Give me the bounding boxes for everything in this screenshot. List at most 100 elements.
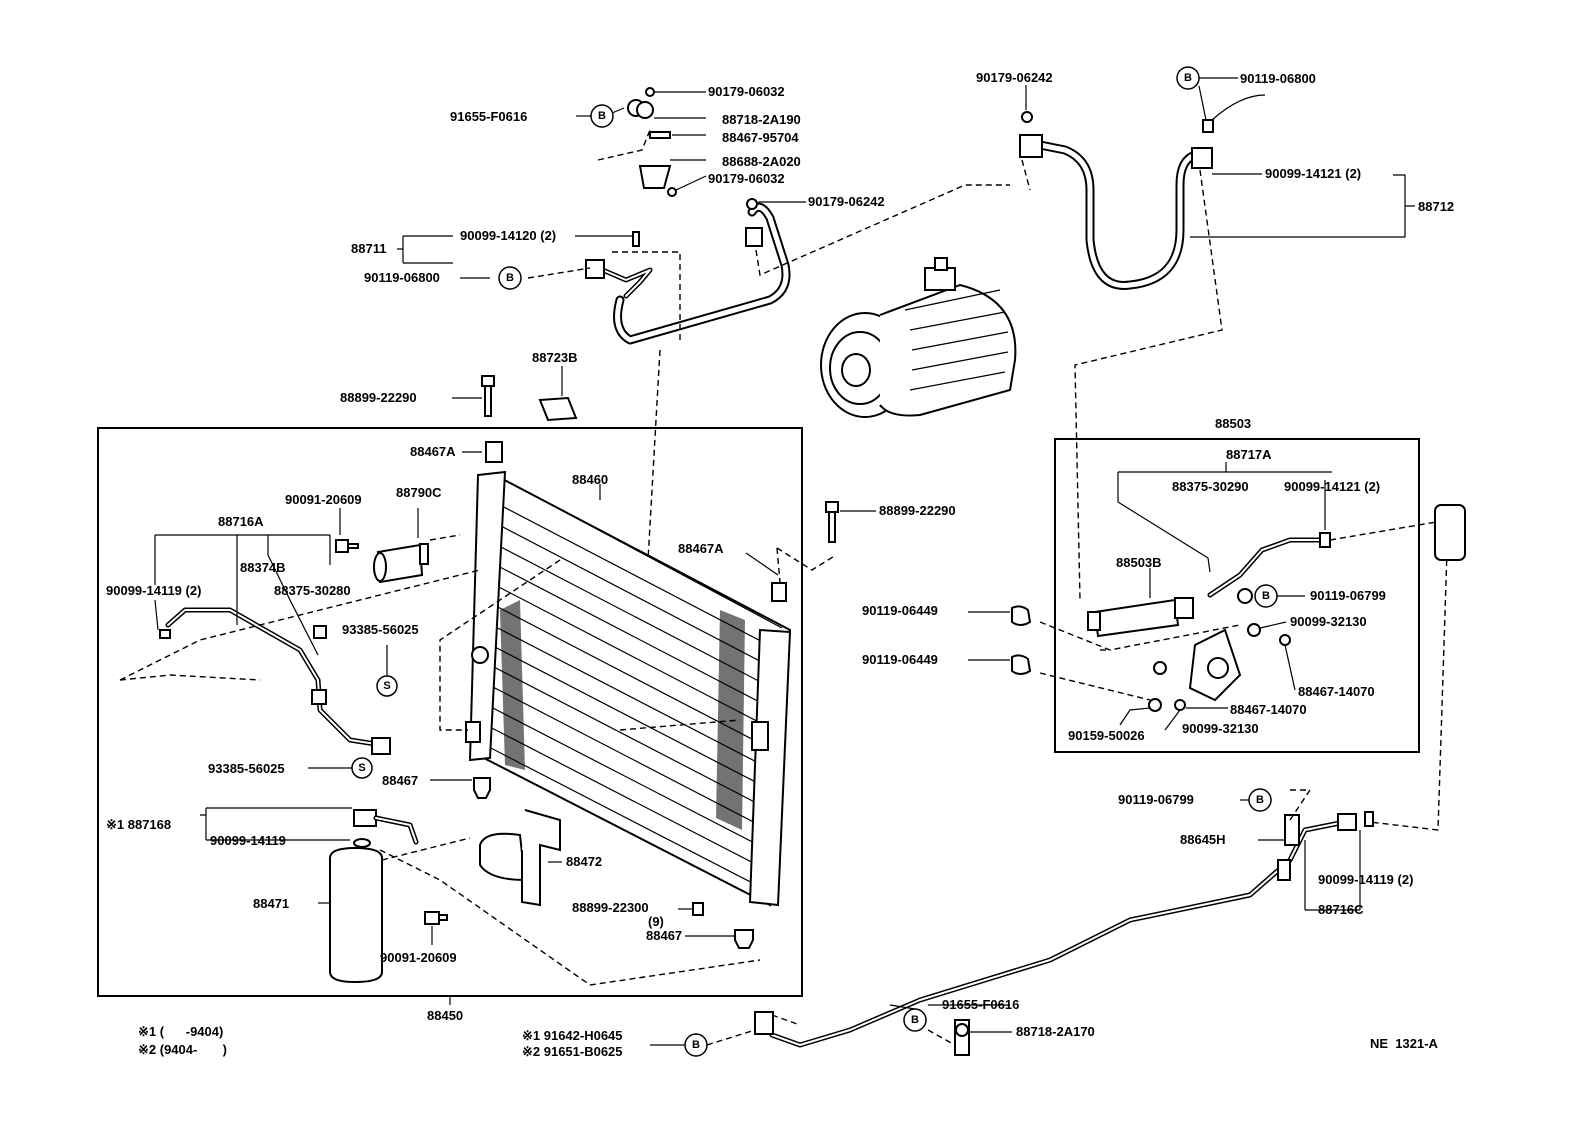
svg-text:B: B (1184, 72, 1192, 84)
label-90179-06032-b: 90179-06032 (708, 171, 785, 186)
label-88716a: 88716A (218, 514, 264, 529)
label-90099-14121-2-b: 90099-14121 (2) (1284, 479, 1380, 494)
label-90099-14119-2-b: 90099-14119 (2) (1318, 872, 1413, 887)
label-88467-a: 88467 (382, 773, 418, 788)
bolt-90091-20609-a (335, 539, 359, 553)
b-marker-1: B (590, 104, 614, 128)
s-marker-a-text: S (383, 680, 390, 692)
label-88716c: 88716C (1318, 902, 1364, 917)
bolt-88899-22290-a (481, 375, 495, 417)
compressor (820, 257, 1017, 418)
label-88503b: 88503B (1116, 555, 1162, 570)
pipe-88716a (159, 607, 391, 755)
note-1: ※1 ( -9404) (138, 1024, 223, 1039)
label-88503: 88503 (1215, 416, 1251, 431)
b-marker-4: B (1254, 584, 1278, 608)
label-88790c: 88790C (396, 485, 442, 500)
bracket-assembly-top (627, 87, 677, 197)
label-88375-30290: 88375-30290 (1172, 479, 1249, 494)
label-88717a: 88717A (1226, 447, 1272, 462)
label-91642-h0645: ※1 91642-H0645 (522, 1028, 623, 1043)
label-88467a-b: 88467A (678, 541, 724, 556)
label-90159-50026: 90159-50026 (1068, 728, 1145, 743)
label-88645h: 88645H (1180, 832, 1226, 847)
label-887168: ※1 887168 (106, 817, 171, 832)
label-88718-2a170: 88718-2A170 (1016, 1024, 1095, 1039)
bolt-88899-22300 (692, 902, 704, 916)
label-88471: 88471 (253, 896, 289, 911)
label-88899-22300: 88899-22300 (572, 900, 649, 915)
note-2: ※2 (9404- ) (138, 1042, 227, 1057)
reference-code: NE 1321-A (1370, 1036, 1439, 1051)
svg-text:B: B (1262, 590, 1270, 602)
bracket-88472 (479, 809, 561, 907)
label-88472: 88472 (566, 854, 602, 869)
label-90179-06242-a: 90179-06242 (976, 70, 1053, 85)
bracket-88718-2a170 (954, 1019, 970, 1056)
label-90091-20609-a: 90091-20609 (285, 492, 362, 507)
label-plate-88723b (538, 396, 578, 422)
pipe-88716c (754, 811, 1374, 1048)
pressure-switch-88790c (373, 543, 429, 584)
label-90119-06800-b: 90119-06800 (364, 270, 440, 285)
bracket-88467-14070 (1188, 628, 1242, 702)
label-90119-06449-b: 90119-06449 (862, 652, 938, 667)
label-90179-06032-a: 90179-06032 (708, 84, 785, 99)
hose-88712 (1019, 94, 1266, 290)
grommet-88467-a (473, 777, 491, 799)
label-88374b: 88374B (240, 560, 286, 575)
label-93385-56025-b: 93385-56025 (208, 761, 285, 776)
svg-text:B: B (506, 272, 514, 284)
nut-90119-06449-a (1011, 605, 1032, 626)
label-88899-22290-a: 88899-22290 (340, 390, 417, 405)
receiver-88471 (329, 809, 419, 984)
label-88712: 88712 (1418, 199, 1454, 214)
b-marker-3: B (1176, 66, 1200, 90)
label-91655-f0616-a: 91655-F0616 (450, 109, 527, 124)
grommet-88467-b (734, 929, 754, 949)
label-88688-2a020: 88688-2A020 (722, 154, 801, 169)
condenser-core (465, 470, 792, 907)
label-88899-22290-b: 88899-22290 (879, 503, 956, 518)
label-88467-14070-a: 88467-14070 (1298, 684, 1375, 699)
label-88899-22300-qty: (9) (648, 914, 664, 929)
label-88467-95704: 88467-95704 (722, 130, 799, 145)
pipe-88717a (1207, 532, 1331, 598)
88503-group-box (1054, 438, 1420, 753)
label-90099-32130-b: 90099-32130 (1182, 721, 1259, 736)
label-88723b: 88723B (532, 350, 578, 365)
label-90119-06449-a: 90119-06449 (862, 603, 938, 618)
svg-text:B: B (598, 110, 606, 122)
label-88450: 88450 (427, 1008, 463, 1023)
grommet-88467a-right (771, 582, 787, 602)
label-88375-30280: 88375-30280 (274, 583, 351, 598)
svg-text:B: B (692, 1039, 700, 1051)
label-90119-06800-a: 90119-06800 (1240, 71, 1316, 86)
label-93385-56025-a: 93385-56025 (342, 622, 419, 637)
label-88460: 88460 (572, 472, 608, 487)
label-88467a-a: 88467A (410, 444, 456, 459)
svg-text:B: B (1256, 794, 1264, 806)
label-90091-20609-b: 90091-20609 (380, 950, 457, 965)
label-90099-14121-2-a: 90099-14121 (2) (1265, 166, 1361, 181)
bolt-90091-20609-b (424, 911, 448, 925)
label-90119-06799-a: 90119-06799 (1310, 588, 1386, 603)
label-90179-06242-b: 90179-06242 (808, 194, 885, 209)
b-marker-5: B (1248, 788, 1272, 812)
label-90099-14119-2-a: 90099-14119 (2) (106, 583, 201, 598)
b-marker-6: B (903, 1008, 927, 1032)
svg-text:B: B (911, 1014, 919, 1026)
label-90099-14120-2: 90099-14120 (2) (460, 228, 556, 243)
b-marker-7: B (684, 1033, 708, 1057)
b-marker-2: B (498, 266, 522, 290)
grommet-88467a-top (485, 441, 503, 463)
label-88467-b: 88467 (646, 928, 682, 943)
label-88467-14070-b: 88467-14070 (1230, 702, 1307, 717)
label-88718-2a190: 88718-2A190 (722, 112, 801, 127)
s-marker-b-text: S (358, 762, 365, 774)
expansion-valve-88503b (1087, 597, 1194, 638)
bolt-88899-22290-b (825, 501, 839, 543)
label-91655-f0616-b: 91655-F0616 (942, 997, 1019, 1012)
